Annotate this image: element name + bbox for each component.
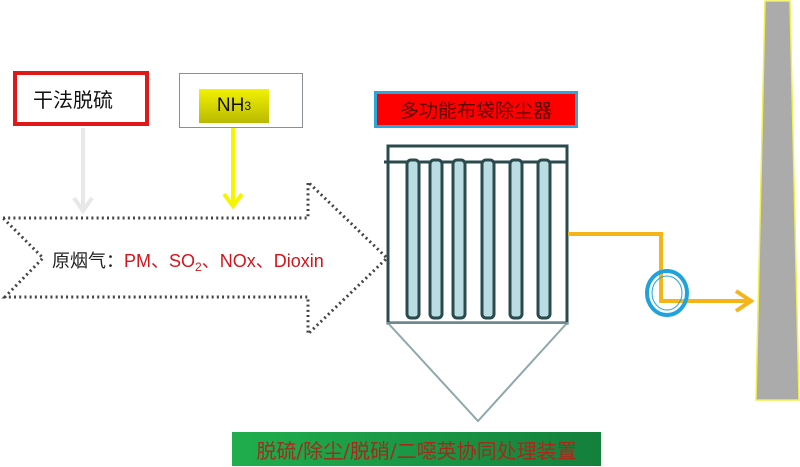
baghouse-title-text: 多功能布袋除尘器 bbox=[399, 100, 552, 122]
pollutant-dioxin: 、Dioxin bbox=[256, 251, 324, 271]
pollutant-nox: 、NOx bbox=[202, 251, 256, 271]
pollutant-text: 、Dioxin bbox=[255, 251, 324, 271]
pollutant-subscript: 2 bbox=[195, 260, 202, 274]
pollutant-pm: PM bbox=[124, 251, 151, 271]
pollutant-text: PM bbox=[124, 251, 151, 271]
ammonia-feed-arrow bbox=[222, 122, 244, 210]
ammonia-subscript: 3 bbox=[244, 99, 252, 113]
flue-gas-flow-arrow bbox=[0, 178, 390, 338]
filter-bag bbox=[480, 158, 496, 320]
pollutant-text: 、SO bbox=[151, 251, 196, 271]
ash-hopper bbox=[385, 322, 570, 423]
filter-bag bbox=[451, 158, 467, 320]
filter-bag bbox=[508, 158, 524, 320]
outlet-duct bbox=[568, 232, 755, 313]
baghouse-title: 多功能布袋除尘器 bbox=[374, 91, 578, 128]
desulfurization-feed-arrow bbox=[72, 128, 94, 215]
baghouse-filter bbox=[384, 144, 570, 423]
fan-icon bbox=[645, 269, 689, 317]
filter-bag bbox=[428, 158, 444, 320]
dry-desulfurization-label: 干法脱硫 bbox=[33, 88, 113, 112]
pollutant-so2: 、SO2 bbox=[151, 251, 202, 274]
device-caption: 脱硫/除尘/脱硝/二噁英协同处理装置 bbox=[232, 432, 601, 466]
filter-bag bbox=[536, 158, 552, 320]
pollutant-text: 、NOx bbox=[201, 251, 256, 271]
chimney-stack bbox=[755, 0, 800, 401]
dry-desulfurization-box: 干法脱硫 bbox=[13, 71, 149, 126]
device-caption-text: 脱硫/除尘/脱硝/二噁英协同处理装置 bbox=[256, 438, 577, 463]
filter-bag bbox=[405, 158, 421, 320]
raw-flue-gas-label: 原烟气：PM、SO2、NOx、Dioxin bbox=[52, 247, 324, 274]
ammonia-formula: NH bbox=[216, 95, 245, 116]
raw-flue-gas-title: 原烟气： bbox=[52, 251, 124, 272]
